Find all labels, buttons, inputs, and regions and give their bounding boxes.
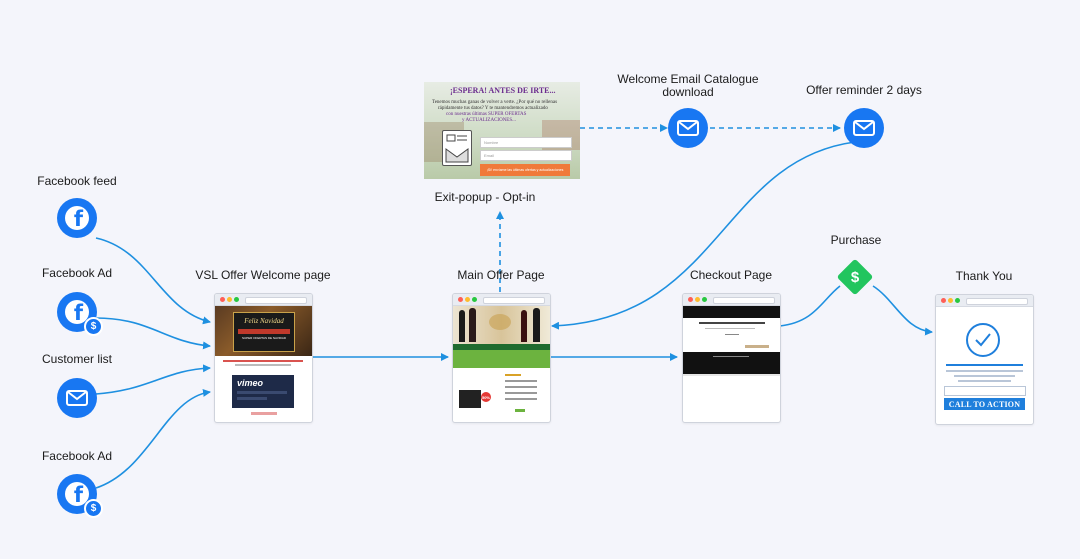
wine-hero xyxy=(453,306,550,344)
hero-sub: SUPER OFERTAS DE NAVIDAD xyxy=(241,336,286,340)
main-offer-page-window[interactable]: 50% xyxy=(452,293,551,423)
browser-bar xyxy=(683,294,780,306)
facebook-ad-icon: f $ xyxy=(57,474,103,518)
chalkboard: Feliz Navidad SUPER OFERTAS DE NAVIDAD xyxy=(233,312,295,352)
mail-icon xyxy=(57,378,97,418)
popup-label: Exit-popup - Opt-in xyxy=(434,190,536,204)
vsl-page-label: VSL Offer Welcome page xyxy=(195,268,331,282)
browser-bar xyxy=(936,295,1033,307)
vimeo-logo: vimeo xyxy=(237,378,264,388)
email-label-welcome: Welcome Email Catalogue download xyxy=(617,72,759,99)
call-to-action-button[interactable]: CALL TO ACTION xyxy=(944,398,1025,410)
popup-title: ¡ESPERA! ANTES DE IRTE... xyxy=(450,86,556,95)
browser-bar xyxy=(453,294,550,306)
dollar-icon: $ xyxy=(850,268,860,286)
email-label-reminder: Offer reminder 2 days xyxy=(806,83,922,97)
vsl-hero: Feliz Navidad SUPER OFERTAS DE NAVIDAD xyxy=(215,306,312,356)
name-field[interactable]: Nombre xyxy=(480,137,572,148)
dollar-icon: $ xyxy=(84,499,103,518)
video-player[interactable]: vimeo xyxy=(232,375,294,408)
source-label-facebook-ad: Facebook Ad xyxy=(41,266,113,280)
source-label-facebook-ad-2: Facebook Ad xyxy=(41,449,113,463)
popup-body-3: con nuestras últimas SUPER OFERTAS xyxy=(446,112,527,117)
dollar-icon: $ xyxy=(84,317,103,336)
checkout-page-label: Checkout Page xyxy=(689,268,773,282)
exit-popup[interactable]: ¡ESPERA! ANTES DE IRTE... Tenemos muchas… xyxy=(424,82,580,179)
source-label-facebook-feed: Facebook feed xyxy=(37,174,117,188)
connector-ad2-to-vsl xyxy=(95,388,211,489)
vsl-page-window[interactable]: Feliz Navidad SUPER OFERTAS DE NAVIDAD v… xyxy=(214,293,313,423)
main-offer-page-label: Main Offer Page xyxy=(457,268,545,282)
connector-list-to-vsl xyxy=(95,364,211,395)
mail-icon xyxy=(668,108,708,148)
newsletter-icon xyxy=(442,130,472,166)
popup-body-2: rápidamente tus datos? Y te mantendremos… xyxy=(438,106,548,111)
popup-submit-button[interactable]: ¡Sí! envíame las últimas ofertas y actua… xyxy=(480,164,570,176)
connector-reminder-to-main xyxy=(551,141,856,330)
connector-checkout-to-purchase xyxy=(779,285,841,327)
popup-body-4: y ACTUALIZACIONES... xyxy=(462,118,516,123)
popup-body-1: Tenemos muchas ganas de volver a verte. … xyxy=(432,100,558,105)
connector-purchase-to-thankyou xyxy=(872,285,933,336)
facebook-ad-icon: f $ xyxy=(57,292,103,336)
mail-icon xyxy=(844,108,884,148)
browser-bar xyxy=(215,294,312,306)
checkout-page-window[interactable] xyxy=(682,293,781,423)
source-label-customer-list: Customer list xyxy=(41,352,113,366)
discount-badge: 50% xyxy=(481,392,491,402)
connector-feed-to-vsl xyxy=(95,237,211,325)
connector-ad-to-vsl xyxy=(95,317,211,350)
email-field[interactable]: Email xyxy=(480,150,572,161)
thank-you-label: Thank You xyxy=(955,269,1013,283)
hero-text: Feliz Navidad xyxy=(244,317,284,325)
purchase-label: Purchase xyxy=(830,233,882,247)
product-image xyxy=(459,390,481,408)
input-field[interactable] xyxy=(944,386,1026,396)
check-circle-icon xyxy=(966,323,1000,357)
facebook-icon: f xyxy=(57,198,97,238)
thank-you-page-window[interactable]: CALL TO ACTION xyxy=(935,294,1034,425)
